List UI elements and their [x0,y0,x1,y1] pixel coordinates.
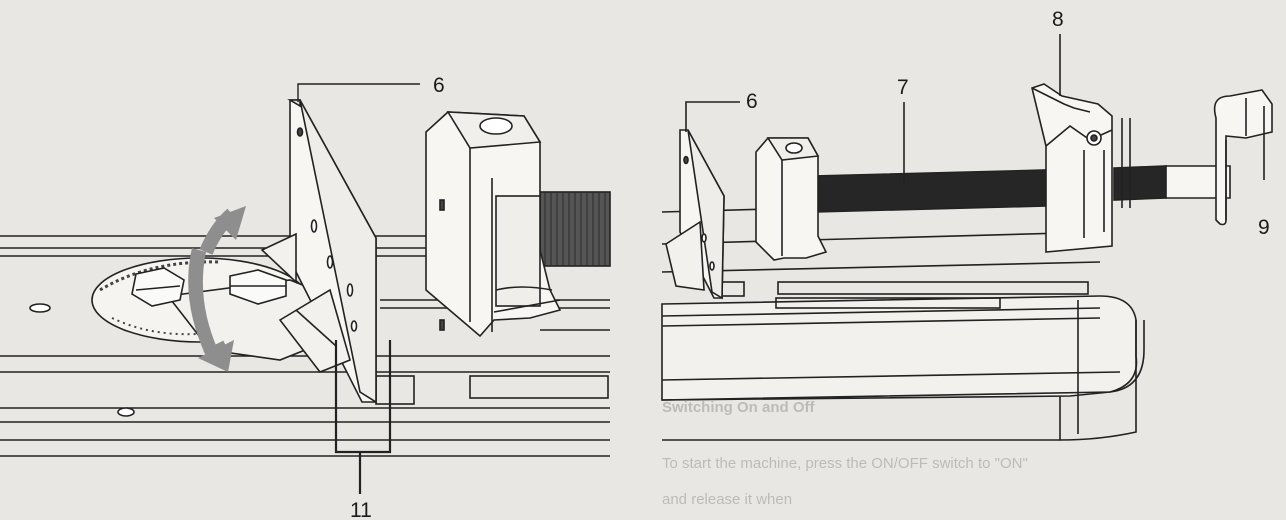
bleed-through-text: Switching On and Off To start the machin… [662,399,1028,508]
sliding-head [1031,83,1131,253]
base-body [661,281,1145,441]
bleed-heading: Switching On and Off [662,399,815,416]
leader-6-left [297,83,420,102]
callout-8: 8 [1052,8,1064,31]
clamp-jaw-right [755,137,828,261]
jaw-plate [260,99,377,404]
bleed-line-1: To start the machine, press the ON/OFF s… [662,455,1028,472]
bracket-11 [334,340,392,494]
leader-6-right [685,101,740,132]
callout-7: 7 [897,76,909,99]
hex-nut-left [131,267,185,307]
callout-6-right: 6 [746,90,758,113]
jaw-plate-right [665,129,725,300]
crank-handle [1213,89,1273,226]
bleed-line-2: and release it when [662,491,792,508]
rotation-arrow-icon [188,206,246,372]
callout-11: 11 [350,499,372,520]
lead-screw [811,165,1231,213]
hex-nut-right [229,269,287,305]
base-rails [0,235,610,457]
callout-9: 9 [1258,216,1270,239]
left-panel-drawing [0,83,611,494]
callout-6-left: 6 [433,74,445,97]
clamp-jaw [425,111,562,338]
threaded-rod [539,191,611,267]
right-panel-drawing [661,34,1273,441]
